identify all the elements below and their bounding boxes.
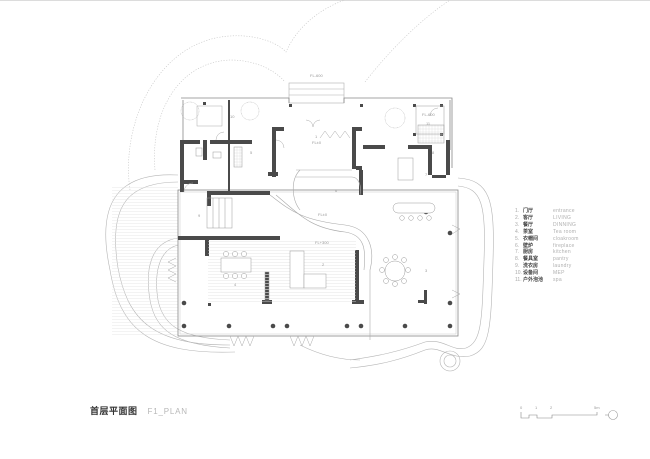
landscape-dotted-arcs bbox=[128, 0, 451, 191]
dining-table-left bbox=[220, 257, 252, 273]
level-label-entry-steps: FL-600 bbox=[310, 73, 323, 78]
garden-path-right bbox=[299, 177, 494, 372]
frame-border bbox=[0, 0, 650, 1]
room-number-laundry: 9 bbox=[198, 213, 201, 218]
room-number-entrance: 1 bbox=[315, 134, 318, 139]
scale-bar bbox=[520, 412, 598, 419]
room-number-cloakroom: 5 bbox=[250, 150, 253, 155]
drawing-title-en: F1_PLAN bbox=[147, 407, 188, 416]
north-arrow-icon bbox=[608, 410, 618, 420]
level-label-spa: FL-600 bbox=[422, 112, 435, 117]
level-label-living: FL±0 bbox=[318, 212, 328, 217]
spa-pool bbox=[415, 105, 445, 135]
sofa-section bbox=[289, 250, 305, 289]
room-number-spa: 11 bbox=[426, 121, 431, 126]
staircase bbox=[206, 197, 233, 229]
courtyard-trees bbox=[180, 101, 406, 129]
scale-tick-5m: 5m bbox=[594, 405, 600, 410]
room-number-mep: 10 bbox=[230, 114, 235, 119]
kitchen-island bbox=[397, 157, 414, 181]
living-platform-curve bbox=[269, 169, 373, 340]
drawing-title-cn: 首层平面图 bbox=[90, 406, 138, 416]
wood-deck-left bbox=[112, 185, 178, 335]
scale-tick-0: 0 bbox=[520, 405, 523, 410]
level-label-dining-platform: FL+300 bbox=[315, 240, 329, 245]
toilet bbox=[195, 147, 203, 157]
scale-tick-2: 2 bbox=[550, 405, 553, 410]
drawing-title: 首层平面图 F1_PLAN bbox=[90, 404, 188, 417]
door-swings bbox=[183, 107, 439, 193]
room-number-tea-room: 4 bbox=[234, 282, 237, 287]
courtyard-planter bbox=[196, 105, 223, 127]
room-number-dining: 3 bbox=[425, 268, 428, 273]
columns bbox=[181, 102, 453, 329]
sofa-section bbox=[303, 273, 327, 289]
folding-doors bbox=[167, 130, 461, 347]
room-number-living: 2 bbox=[322, 262, 325, 267]
room-number-fireplace: 6 bbox=[335, 188, 338, 193]
kitchen-island-bar bbox=[392, 202, 436, 214]
room-number-pantry: 8 bbox=[432, 150, 435, 155]
level-label-entrance: FL±0 bbox=[312, 140, 322, 145]
entry-steps bbox=[288, 82, 345, 104]
scale-tick-1: 1 bbox=[535, 405, 538, 410]
room-number-kitchen: 7 bbox=[425, 172, 428, 177]
round-dining-table bbox=[384, 260, 406, 282]
